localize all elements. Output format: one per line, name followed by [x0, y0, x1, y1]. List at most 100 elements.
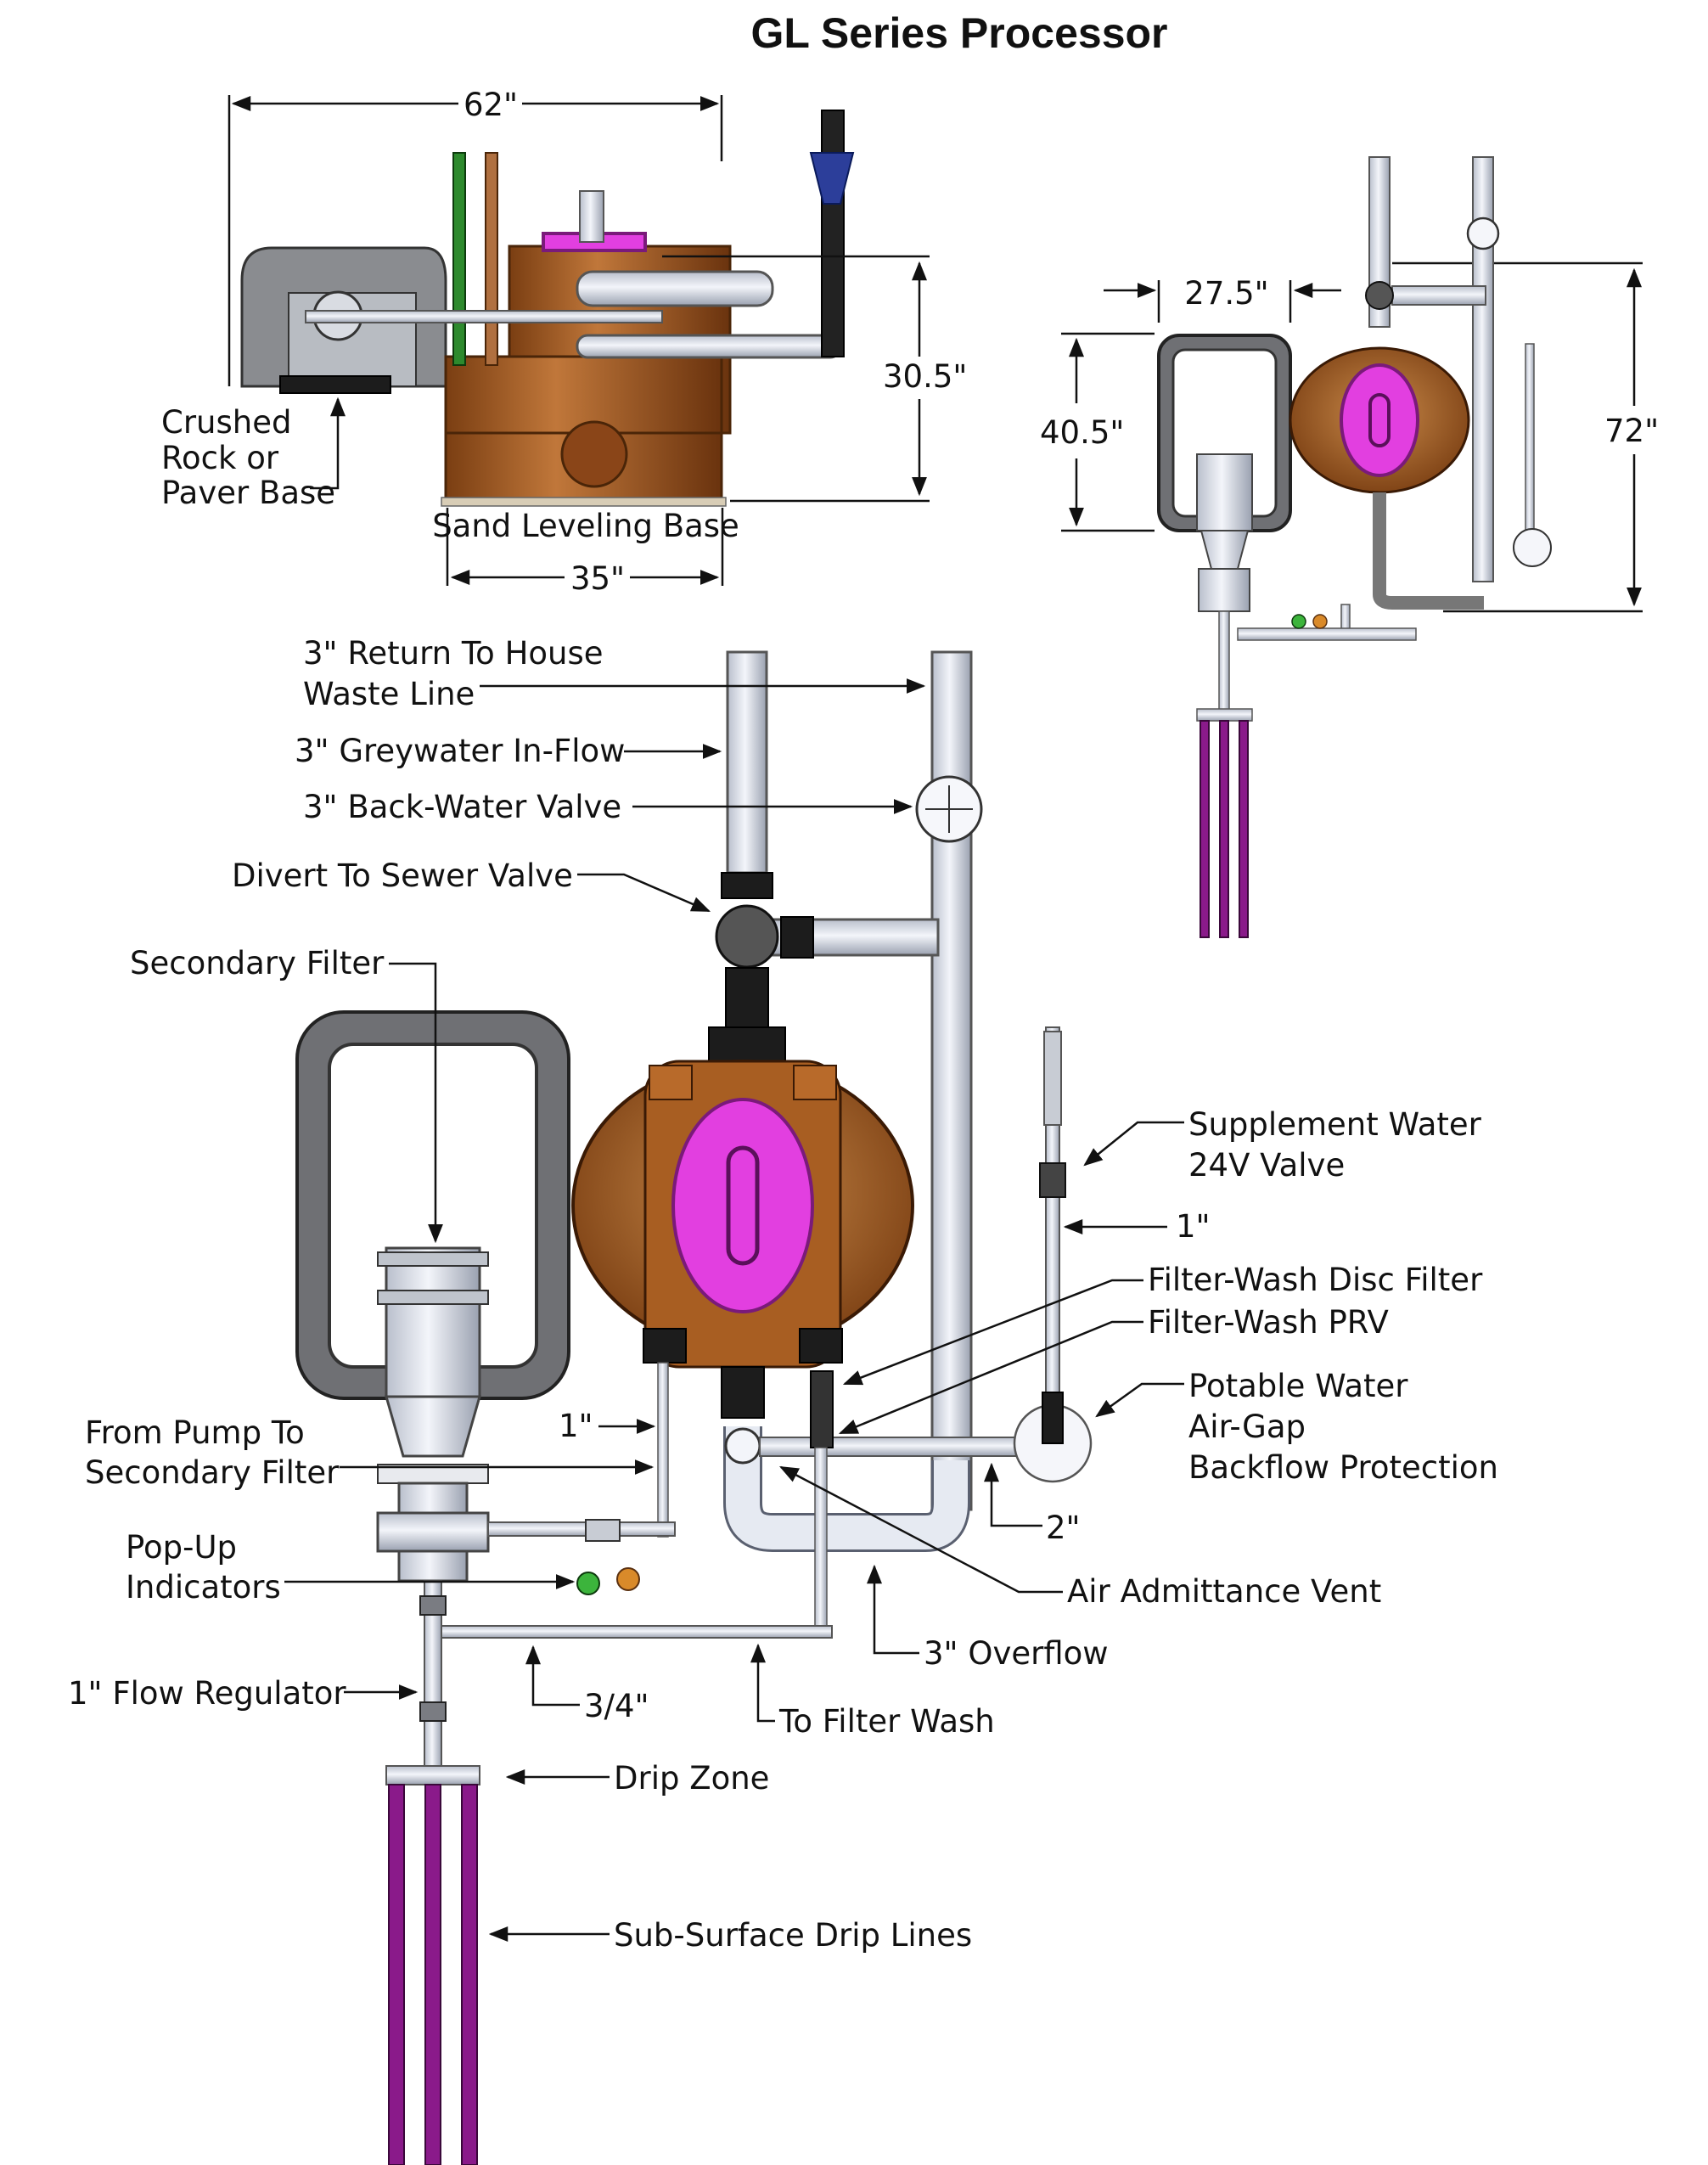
small-flow-line — [1218, 610, 1230, 714]
leader-divert — [577, 873, 711, 913]
drip-line-small-1 — [1200, 720, 1210, 938]
pipe-small-loop — [1373, 492, 1484, 610]
indicator-orange — [616, 1567, 640, 1591]
drip-line-3 — [461, 1784, 478, 2165]
pipe-small-3 — [1391, 285, 1486, 306]
label-crushed-2: Rock or — [161, 440, 279, 476]
tank-tab — [649, 1065, 693, 1100]
leader-air-vent — [779, 1465, 1063, 1594]
indicator-green — [576, 1572, 600, 1595]
dim-base-width: 35" — [570, 560, 625, 597]
label-3in-overflow: 3" Overflow — [924, 1635, 1109, 1672]
label-1in-b: 1" — [559, 1408, 593, 1444]
label-potable-3: Backflow Protection — [1188, 1449, 1498, 1486]
tank-port — [560, 420, 628, 488]
leader-potable — [1095, 1382, 1184, 1418]
leader-crushed — [310, 396, 346, 490]
prv-fitting — [810, 1370, 834, 1448]
small-plan-view: 27.5" 40.5" 72" — [1040, 156, 1659, 938]
filter-cross-arms — [376, 1511, 490, 1553]
indicator-orange-small — [1312, 614, 1328, 629]
drip-line-small-2 — [1219, 720, 1229, 938]
label-prv: Filter-Wash PRV — [1148, 1304, 1389, 1341]
label-return-2: Waste Line — [303, 676, 475, 712]
green-riser — [452, 152, 466, 366]
page-title: GL Series Processor — [750, 9, 1167, 57]
divert-valve — [715, 904, 779, 969]
leader-2in — [984, 1462, 1042, 1527]
airgap-small — [1513, 528, 1552, 567]
label-potable-1: Potable Water — [1188, 1368, 1408, 1404]
flow-fitting — [419, 1595, 447, 1616]
vent-pipe — [821, 110, 845, 357]
top-fitting — [579, 190, 604, 243]
label-drip-lines: Sub-Surface Drip Lines — [614, 1917, 972, 1954]
dim-plan-height: 72" — [1604, 413, 1659, 449]
filter-clamp — [377, 1251, 489, 1267]
label-from-pump-2: Secondary Filter — [85, 1454, 340, 1491]
tank-lid-small — [1340, 363, 1419, 477]
side-view: 62" Crushed Rock or Paver Base 30 — [161, 87, 967, 597]
tank-outlet — [799, 1328, 843, 1364]
dim-plan-width: 27.5" — [1184, 275, 1268, 312]
filter-cross-small — [1198, 568, 1250, 612]
callouts: 3" Return To House Waste Line 3" Greywat… — [68, 635, 1498, 1954]
airgap-fitting — [1042, 1392, 1064, 1444]
label-three-quarter: 3/4" — [584, 1688, 649, 1724]
box-base — [279, 375, 391, 394]
filter-funnel-small — [1200, 530, 1250, 570]
flow-regulator — [419, 1701, 447, 1722]
filter-wash-return — [432, 1625, 833, 1639]
lower-pipe — [576, 334, 842, 359]
divert-valve-small — [1365, 281, 1394, 310]
dim-top-width: 62" — [464, 87, 518, 123]
label-popup-2: Indicators — [126, 1569, 281, 1605]
drip-line-1 — [388, 1784, 405, 2165]
label-crushed-3: Paver Base — [161, 475, 335, 511]
backwater-valve-small — [1466, 216, 1500, 250]
filter-clamp — [377, 1290, 489, 1305]
pump-line — [657, 1362, 669, 1538]
indicator-green-small — [1291, 614, 1306, 629]
pump-feed-pipe — [487, 1521, 676, 1537]
supplement-pipe-top — [1043, 1031, 1062, 1126]
leader-prv — [838, 1320, 1143, 1435]
label-2in: 2" — [1046, 1510, 1081, 1546]
dim-plan-depth: 40.5" — [1040, 414, 1124, 451]
tank-tab — [793, 1065, 837, 1100]
small-pipe-b — [1237, 627, 1417, 641]
coupling — [780, 916, 814, 959]
filter-canister-small — [1196, 453, 1253, 531]
label-popup-1: Pop-Up — [126, 1529, 237, 1566]
coupling — [721, 872, 773, 899]
leader-overflow — [867, 1564, 919, 1655]
tank-outlet — [643, 1328, 687, 1364]
coupling-lower — [725, 967, 769, 1028]
lid-handle-small — [1368, 393, 1391, 447]
leader-disc-filter — [842, 1279, 1143, 1386]
leader-to-filter-wash — [750, 1643, 775, 1723]
drip-line-2 — [424, 1784, 441, 2165]
drip-line-small-3 — [1239, 720, 1249, 938]
tee-fitting — [585, 1519, 621, 1542]
outlet-pipe — [576, 270, 774, 307]
tank-lid — [671, 1098, 814, 1313]
main-plan-view — [295, 650, 1093, 2165]
air-admittance-vent — [724, 1427, 761, 1465]
small-manifold — [1196, 708, 1253, 722]
tank-inlet — [708, 1026, 786, 1066]
lid-handle — [726, 1145, 760, 1266]
label-drip-zone: Drip Zone — [614, 1760, 769, 1797]
potable-pipe — [759, 1437, 1024, 1457]
label-potable-2: Air-Gap — [1188, 1409, 1306, 1445]
vent-cap — [809, 152, 855, 205]
label-divert: Divert To Sewer Valve — [232, 858, 573, 894]
label-from-pump-1: From Pump To — [85, 1414, 305, 1451]
divert-pipe — [745, 918, 940, 957]
label-backwater: 3" Back-Water Valve — [303, 789, 621, 825]
label-crushed-1: Crushed — [161, 404, 291, 441]
tank-bottom-coupling — [721, 1366, 765, 1419]
label-supplement-2: 24V Valve — [1188, 1147, 1345, 1184]
secondary-filter-canister — [385, 1246, 481, 1398]
